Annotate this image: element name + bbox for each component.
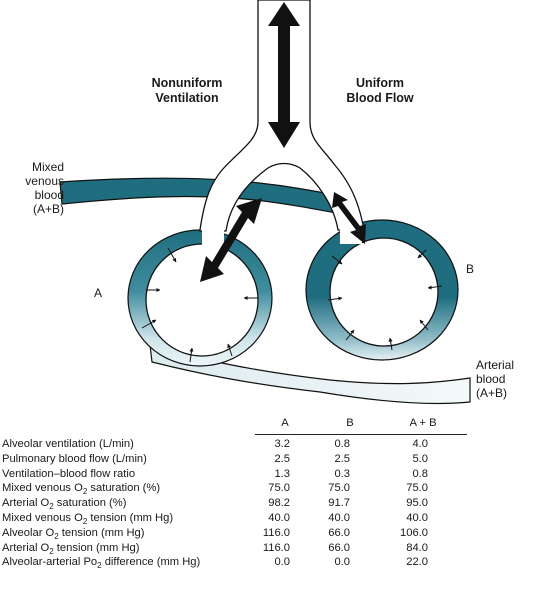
row-value: 98.2: [268, 497, 290, 510]
row-value: 75.0: [268, 482, 290, 495]
table-row: Arterial O2 tension (mm Hg) 116.0 66.0 84.0: [0, 542, 534, 556]
nonuniform-ventilation-label: Nonuniform Ventilation: [132, 76, 242, 106]
ventilation-perfusion-diagram: [59, 0, 471, 405]
row-value: 0.0: [334, 556, 350, 569]
row-value: 2.5: [334, 452, 350, 465]
ventilation-arrow-b: [332, 192, 366, 244]
row-value: 66.0: [328, 541, 350, 554]
row-value: 75.0: [406, 482, 428, 495]
mixed-venous-line2: venous: [25, 174, 64, 188]
row-value: 84.0: [406, 541, 428, 554]
row-label: Pulmonary blood flow (L/min): [2, 452, 147, 465]
column-header-b: B: [346, 417, 354, 429]
row-value: 95.0: [406, 497, 428, 510]
uniform-label-line1: Uniform: [356, 76, 404, 90]
ventilation-arrow-a: [200, 198, 262, 282]
table-row: Arterial O2 saturation (%) 98.2 91.7 95.0: [0, 497, 534, 511]
row-value: 106.0: [400, 526, 428, 539]
uniform-blood-flow-label: Uniform Blood Flow: [325, 76, 435, 106]
alveolus-b: [329, 237, 439, 347]
table-row: Alveolar O2 tension (mm Hg) 116.0 66.0 106.…: [0, 527, 534, 541]
row-value: 91.7: [328, 497, 350, 510]
row-value: 0.8: [412, 467, 428, 480]
subscript: 2: [49, 502, 54, 512]
subscript: 2: [49, 546, 54, 556]
nonuniform-label-line2: Ventilation: [155, 91, 219, 105]
table-row: Pulmonary blood flow (L/min) 2.5 2.5 5.0: [0, 453, 534, 467]
row-value: 116.0: [262, 541, 290, 554]
row-value: 3.2: [274, 438, 290, 450]
arterial-blood-label: Arterial blood (A+B): [476, 358, 532, 400]
arterial-line3: (A+B): [476, 386, 508, 400]
row-value: 66.0: [328, 526, 350, 539]
mixed-venous-line1: Mixed: [31, 160, 64, 174]
row-value: 0.8: [334, 438, 350, 450]
row-value: 40.0: [406, 512, 428, 524]
subscript: 2: [82, 517, 88, 527]
header-rule: [255, 434, 467, 435]
subscript: 2: [97, 561, 102, 571]
mixed-venous-label: Mixed venous blood (A+B): [14, 160, 64, 216]
row-label: Alveolar ventilation (L/min): [2, 438, 134, 450]
column-header-total: A + B: [409, 417, 437, 429]
table-row: Mixed venous O2 saturation (%) 75.0 75.0 75…: [0, 482, 534, 496]
arterial-vessel: [149, 344, 471, 405]
unit-b-label: B: [466, 262, 475, 276]
row-value: 40.0: [328, 512, 350, 524]
arterial-line2: blood: [476, 372, 506, 386]
row-label: Ventilation–blood flow ratio: [2, 467, 136, 480]
row-label: Arterial O2 tension (mm Hg): [2, 541, 140, 556]
row-label: Alveolar O2 tension (mm Hg): [2, 526, 145, 542]
row-value: 0.3: [334, 467, 350, 480]
nonuniform-label-line1: Nonuniform: [151, 76, 223, 90]
uniform-label-line2: Blood Flow: [346, 91, 414, 105]
row-label: Mixed venous O2 tension (mm Hg): [2, 512, 174, 527]
mixed-venous-line4: (A+B): [32, 202, 64, 216]
row-value: 75.0: [328, 482, 350, 495]
diffusion-arrows-b: [327, 249, 443, 351]
row-value: 2.5: [274, 452, 290, 465]
table-row: Ventilation–blood flow ratio 1.3 0.3 0.8: [0, 468, 534, 482]
arterial-line1: Arterial: [476, 358, 515, 372]
row-value: 40.0: [268, 512, 290, 524]
row-label: Alveolar-arterial Po2 difference (mm Hg): [2, 556, 201, 571]
table-row: Mixed venous O2 tension (mm Hg) 40.0 40.0 4…: [0, 512, 534, 526]
row-value: 116.0: [262, 526, 290, 539]
mixed-venous-line3: blood: [34, 188, 64, 202]
subscript: 2: [54, 532, 59, 542]
row-value: 5.0: [412, 452, 428, 465]
row-value: 22.0: [406, 556, 428, 569]
row-label: Mixed venous O2 saturation (%): [2, 482, 161, 497]
row-label: Arterial O2 saturation (%): [2, 497, 127, 512]
row-value: 1.3: [274, 467, 290, 480]
subscript: 2: [82, 487, 88, 497]
row-value: 0.0: [274, 556, 290, 569]
alveolus-a: [145, 243, 259, 357]
column-header-a: A: [281, 417, 289, 429]
table-row: Alveolar-arterial Po2 difference (mm Hg)…: [0, 556, 534, 570]
row-value: 4.0: [412, 438, 428, 450]
diffusion-arrows-a: [141, 247, 258, 363]
tracheal-airflow-arrow: [268, 2, 300, 148]
table-row: Alveolar ventilation (L/min) 3.2 0.8 4.0: [0, 438, 534, 452]
unit-a-label: A: [94, 286, 103, 300]
